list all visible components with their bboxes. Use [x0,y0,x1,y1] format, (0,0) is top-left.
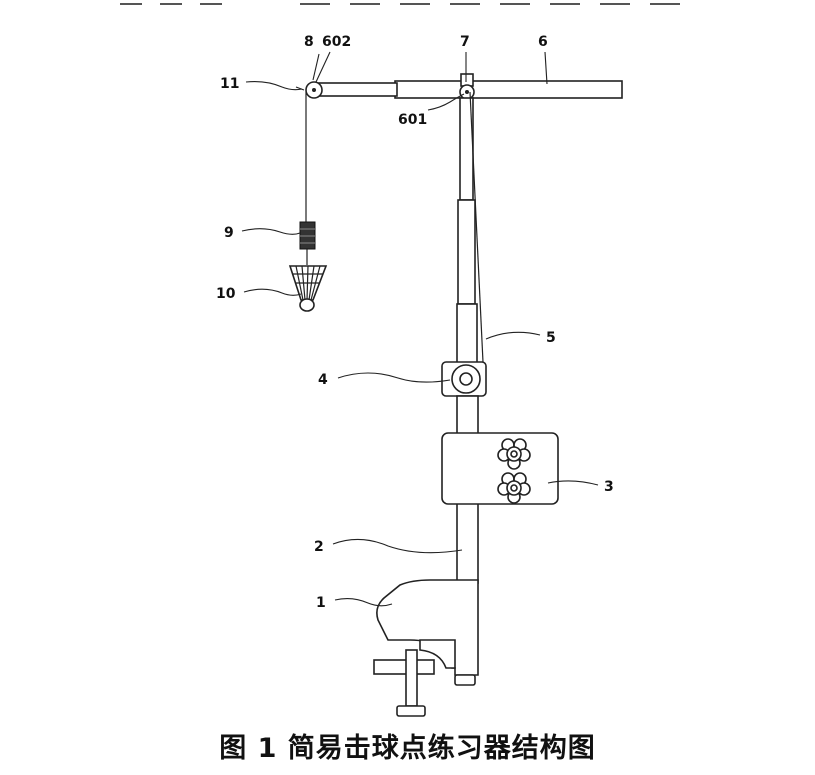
horizontal-arm [313,80,623,99]
shuttlecock [288,265,328,312]
label-9: 9 [224,225,234,241]
pulley-left [305,81,323,99]
label-3: 3 [604,479,614,495]
knob-joint [441,361,487,397]
main-rod [456,395,479,584]
label-5: 5 [546,330,556,346]
bracket-plate [441,432,559,505]
hanging-string [295,86,307,222]
label-7: 7 [460,34,470,50]
label-10: 10 [216,286,236,302]
label-601: 601 [398,112,427,128]
callout-labels: 1 2 3 4 5 6 7 8 9 10 11 601 602 [216,34,614,611]
flower-knob-lower [497,472,531,504]
callout-leaders [241,51,599,607]
pull-string [469,91,484,363]
telescopic-pole [456,97,478,367]
label-11: 11 [220,76,239,92]
flower-knob-upper [497,438,531,470]
weight-block [299,221,316,265]
c-clamp [373,579,479,717]
label-6: 6 [538,34,548,50]
figure-caption: 图 1 简易击球点练习器结构图 [219,733,596,764]
label-602: 602 [322,34,351,50]
label-2: 2 [314,539,324,555]
label-4: 4 [318,372,328,388]
label-8: 8 [304,34,314,50]
trainer-structure-diagram: 1 2 3 4 5 6 7 8 9 10 11 601 602 [120,3,700,717]
label-1: 1 [316,595,326,611]
